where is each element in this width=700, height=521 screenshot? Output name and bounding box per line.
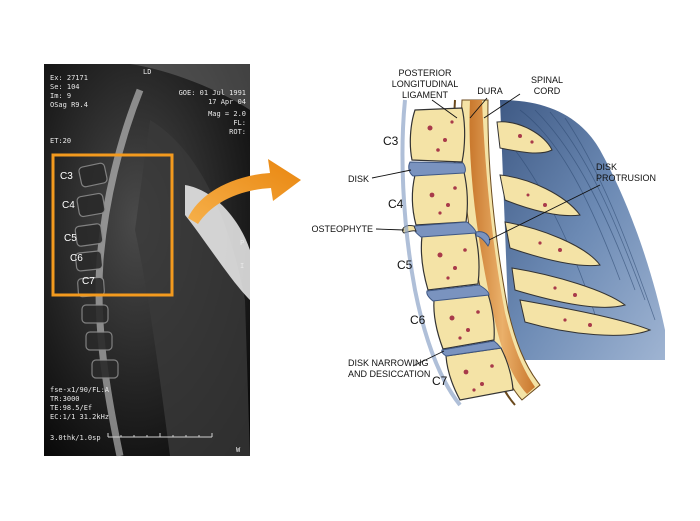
vertebra-c3 [409, 107, 466, 163]
leader-posterior-ligament [431, 99, 458, 119]
label-disk-protrusion-2: PROTRUSION [596, 173, 656, 183]
leader-spinal-cord [483, 93, 521, 119]
spinous-marrow-dots [518, 134, 592, 327]
disk-protrusion-bulge [475, 231, 491, 247]
label-longitudinal: LONGITUDINAL [392, 79, 459, 89]
mri-box-labels: C3 C4 C5 C6 C7 [60, 171, 95, 287]
disk-c3-c4 [408, 161, 466, 177]
mri-header-right: GOE: 01 Jul 1991 17 Apr 04 Mag = 2.0 FL:… [179, 89, 246, 136]
muscle-striations [514, 109, 656, 331]
mri-label-c6: C6 [70, 253, 83, 264]
mri-posterior-tissue [135, 120, 250, 456]
leader-disk-protrusion [488, 184, 601, 241]
label-posterior: POSTERIOR [398, 68, 452, 78]
annotation-spinal-cord: SPINAL CORD [531, 75, 563, 96]
leader-osteophyte [375, 228, 405, 231]
annotation-posterior-ligament: POSTERIOR LONGITUDINAL LIGAMENT [392, 68, 459, 100]
mri-panel: Ex: 27171 Se: 104 Im: 9 OSag R9.4 LD GOE… [44, 64, 250, 457]
mri-scale-bar [107, 433, 213, 438]
mri-footer-line-3: TE:98.5/Ef [50, 404, 92, 412]
mri-vertebral-bodies [74, 162, 119, 379]
label-disk-protrusion-1: DISK [596, 162, 617, 172]
vertebra-c7 [445, 347, 514, 401]
spinal-cord [469, 100, 535, 394]
mri-header-left-line-3: Im: 9 [50, 92, 71, 100]
mri-header-left-line-2: Se: 104 [50, 83, 80, 91]
mri-footer: fse-x1/90/FL:A TR:3000 TE:98.5/Ef EC:1/1… [50, 386, 110, 421]
leader-disk [371, 169, 412, 179]
mri-side-mark: P [240, 239, 244, 247]
mri-header-top: LD [143, 68, 151, 76]
mri-label-c4: C4 [62, 200, 75, 211]
mri-scale-text: 3.0thk/1.0sp [50, 434, 101, 442]
mri-header-right-line-5: ROT: [229, 128, 246, 136]
mri-label-c5: C5 [64, 233, 77, 244]
mri-skull-region [130, 64, 250, 110]
label-disk-narrowing-1: DISK NARROWING [348, 358, 429, 368]
mri-label-c7: C7 [82, 276, 95, 287]
level-label-c4: C4 [388, 197, 404, 211]
level-label-c5: C5 [397, 258, 413, 272]
mri-footer-line-1: fse-x1/90/FL:A [50, 386, 110, 394]
annotation-disk-protrusion: DISK PROTRUSION [596, 162, 656, 183]
label-ligament: LIGAMENT [402, 90, 449, 100]
mri-header-left-line-1: Ex: 27171 [50, 74, 88, 82]
level-label-c7: C7 [432, 374, 448, 388]
mri-header-left: Ex: 27171 Se: 104 Im: 9 OSag R9.4 [50, 74, 88, 109]
label-osteophyte: OSTEOPHYTE [311, 224, 373, 234]
region-highlight-box [51, 153, 174, 297]
leader-disk-narrowing [412, 350, 445, 367]
mri-header-right-line-2: 17 Apr 04 [208, 98, 246, 106]
vertebra-c4 [411, 171, 468, 226]
mri-corner-mark: W [236, 446, 241, 454]
label-dura: DURA [477, 86, 503, 96]
mri-header-right-line-4: FL: [233, 119, 246, 127]
leader-lines [371, 93, 601, 367]
mri-header-left-line-4: OSag R9.4 [50, 101, 88, 109]
mri-et-label: ET:20 [50, 137, 71, 145]
anatomy-illustration: POSTERIOR LONGITUDINAL LIGAMENT DURA SPI… [311, 68, 665, 407]
level-label-c3: C3 [383, 134, 399, 148]
vertebral-marrow [427, 120, 494, 392]
level-label-c6: C6 [410, 313, 426, 327]
vertebra-level-labels: C3 C4 C5 C6 C7 [383, 134, 448, 388]
annotation-disk-narrowing: DISK NARROWING AND DESICCATION [348, 358, 430, 379]
label-disk-narrowing-2: AND DESICCATION [348, 369, 430, 379]
disk-c5-c6 [426, 284, 490, 302]
mri-label-c3: C3 [60, 171, 73, 182]
mri-footer-line-4: EC:1/1 31.2kHz [50, 413, 109, 421]
vertebra-c5 [420, 231, 480, 291]
label-cord: CORD [534, 86, 561, 96]
vertebral-bodies [409, 107, 514, 401]
spinous-processes [496, 121, 652, 336]
anterior-ligament [400, 99, 462, 407]
intervertebral-disks [408, 161, 503, 357]
leader-dura [469, 97, 488, 119]
label-disk: DISK [348, 174, 369, 184]
mri-header-right-line-3: Mag = 2.0 [208, 110, 246, 118]
mri-footer-line-2: TR:3000 [50, 395, 80, 403]
mri-side-mark-2: I [240, 262, 244, 270]
zoom-arrow [188, 159, 301, 224]
vertebra-c6 [433, 293, 495, 350]
label-spinal: SPINAL [531, 75, 563, 85]
mri-header-right-line-1: GOE: 01 Jul 1991 [179, 89, 246, 97]
